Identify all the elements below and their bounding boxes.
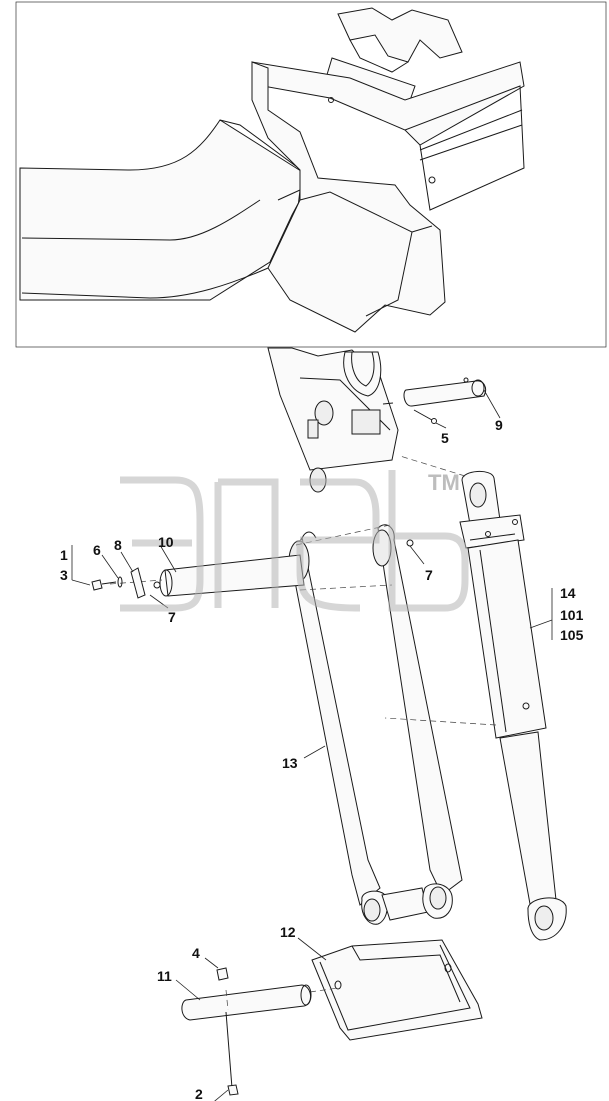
label-part-2: 2 <box>195 1086 203 1101</box>
pivot-bracket <box>267 347 399 493</box>
label-part-13: 13 <box>282 755 298 771</box>
label-part-12: 12 <box>280 924 296 940</box>
hydraulic-cylinder <box>384 455 567 941</box>
part-13-link-arms <box>288 524 463 925</box>
label-part-6: 6 <box>93 542 101 558</box>
part-number-labels: 1 3 6 8 10 7 7 5 9 13 14 101 105 12 4 11… <box>60 417 584 1101</box>
part-8-plate <box>120 551 146 599</box>
label-part-5: 5 <box>441 430 449 446</box>
label-part-8: 8 <box>114 537 122 553</box>
label-part-3: 3 <box>60 567 68 583</box>
label-part-9: 9 <box>495 417 503 433</box>
label-part-4: 4 <box>192 945 200 961</box>
part-7-fitting-right <box>406 539 425 565</box>
detail-inset-frame <box>15 1 607 348</box>
machine-frame-assembly <box>19 7 525 333</box>
part-4-nut <box>204 957 229 981</box>
watermark-logo: TM <box>120 470 469 612</box>
label-part-105: 105 <box>560 627 584 643</box>
watermark-tm: TM <box>428 470 460 495</box>
part-6-washer <box>101 554 123 588</box>
part-5-bolt <box>413 409 447 429</box>
label-part-11: 11 <box>157 968 172 984</box>
label-part-1: 1 <box>60 547 68 563</box>
part-7-fitting-left <box>149 581 169 609</box>
part-9-pin <box>403 377 501 419</box>
part-1-3-bolt <box>71 545 117 591</box>
label-part-7-left: 7 <box>168 609 176 625</box>
part-12-base-plate <box>297 937 483 1041</box>
part-2-bolt <box>214 989 239 1101</box>
label-part-101: 101 <box>560 607 584 623</box>
part-11-pin <box>175 979 312 1021</box>
label-part-14: 14 <box>560 585 576 601</box>
label-part-10: 10 <box>158 534 174 550</box>
label-part-7-right: 7 <box>425 567 433 583</box>
